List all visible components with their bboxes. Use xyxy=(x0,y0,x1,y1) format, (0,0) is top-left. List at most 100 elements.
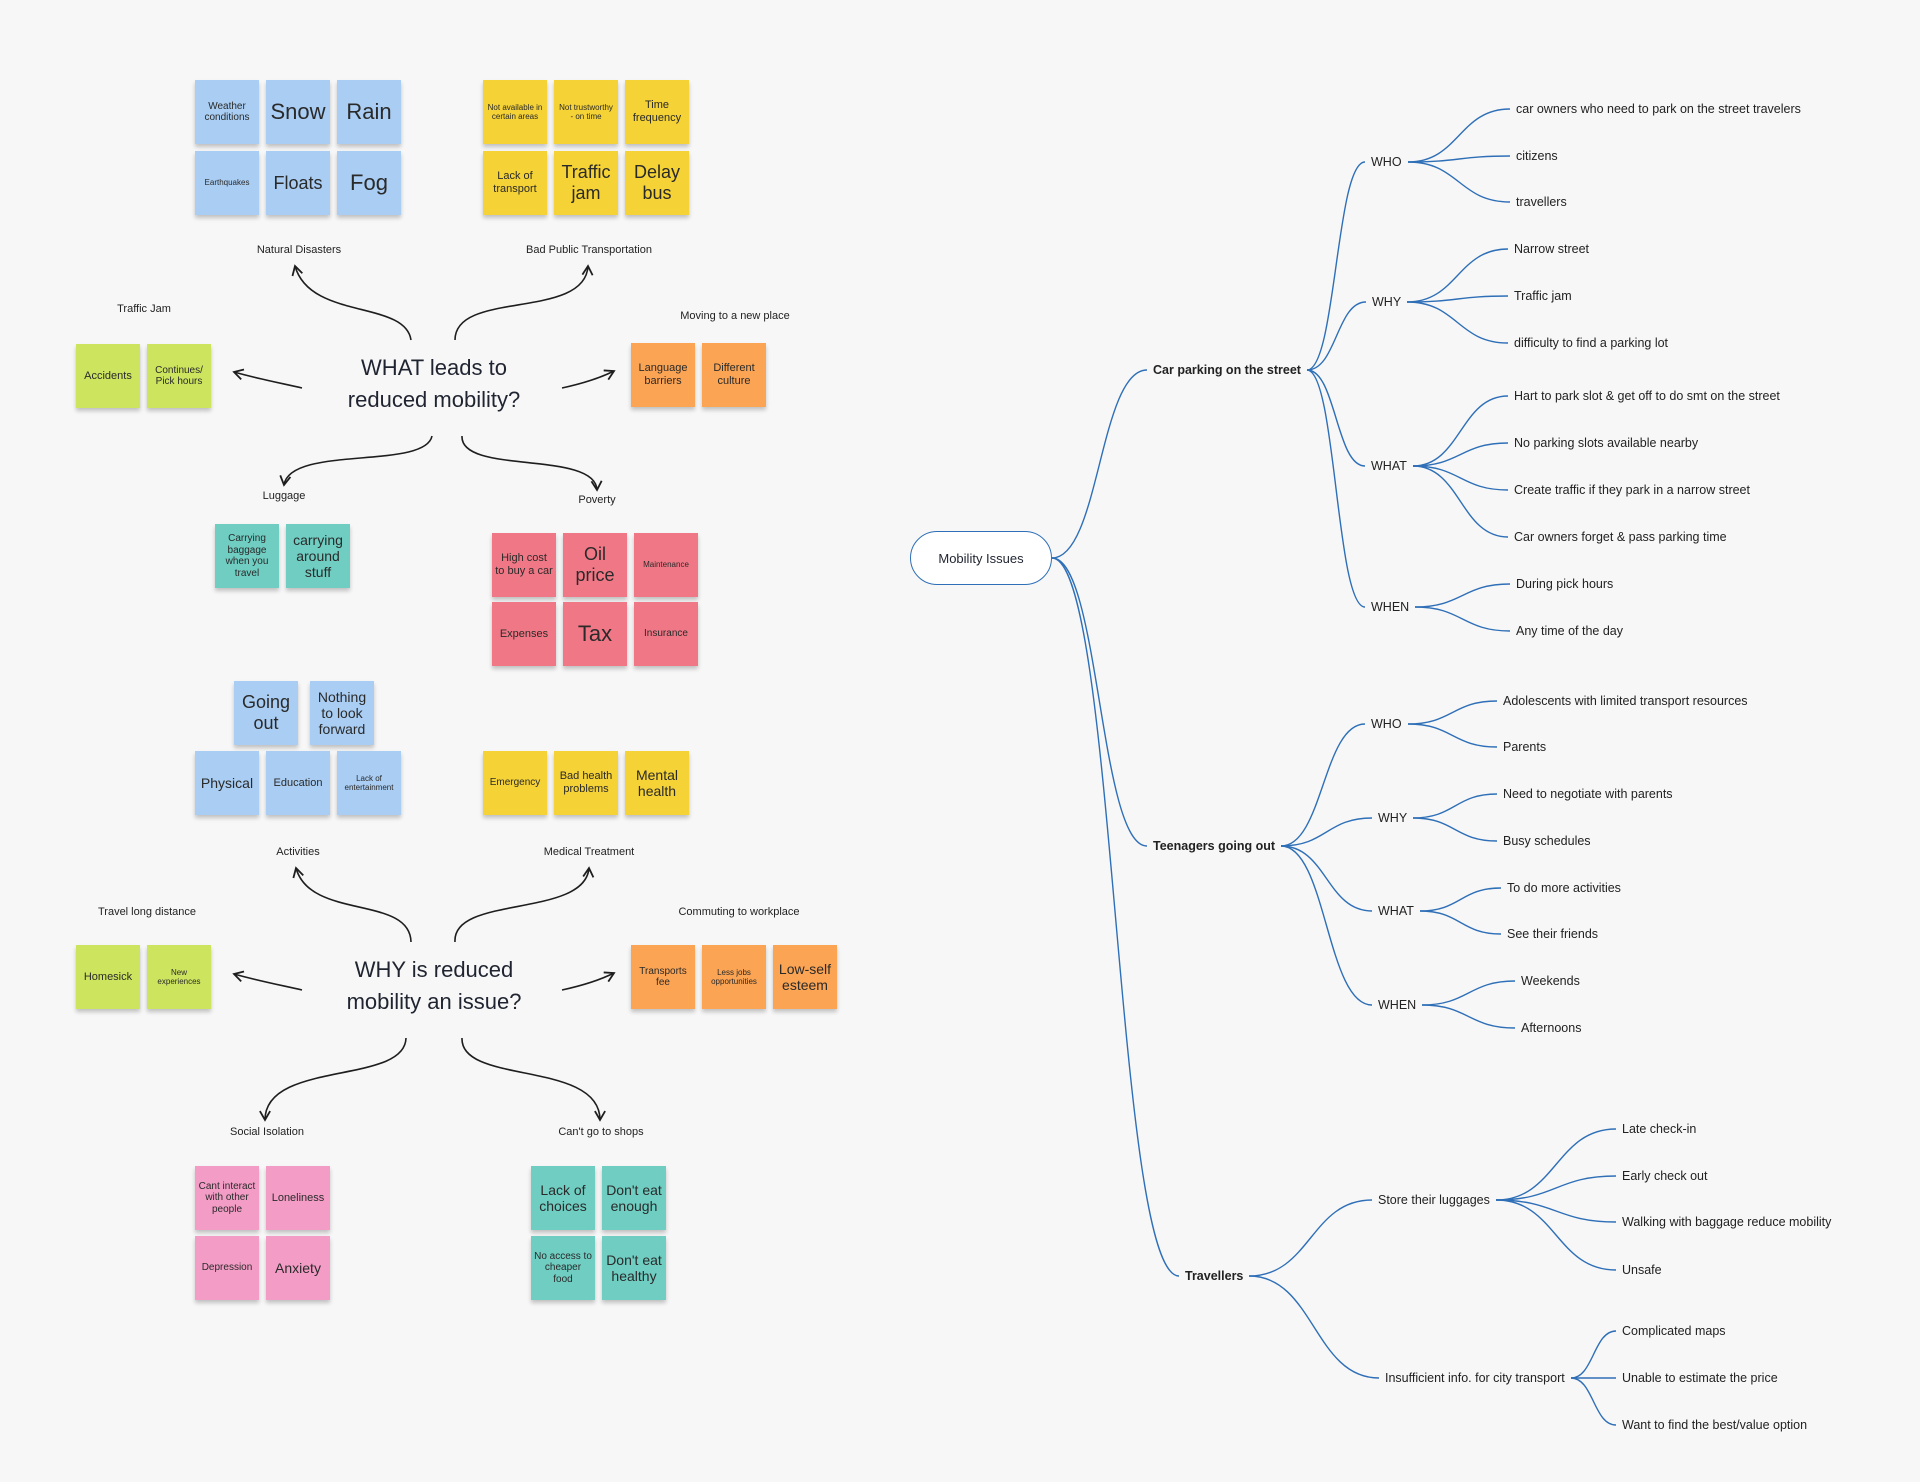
branch-travellers[interactable]: Travellers xyxy=(1185,1269,1244,1283)
teen-when-item-2[interactable]: Afternoons xyxy=(1521,1021,1582,1035)
teen-when[interactable]: WHEN xyxy=(1378,998,1417,1012)
travel-info-item-1[interactable]: Complicated maps xyxy=(1622,1324,1726,1338)
arrow-to-poverty xyxy=(461,435,603,492)
note-weather-conditions[interactable]: Weather conditions xyxy=(195,80,259,144)
note-lack-of-transport[interactable]: Lack of transport xyxy=(483,151,547,215)
note-lack-of-choices[interactable]: Lack of choices xyxy=(531,1166,595,1230)
note-depression[interactable]: Depression xyxy=(195,1236,259,1300)
note-language-barriers[interactable]: Language barriers xyxy=(631,343,695,407)
note-transports-fee[interactable]: Transports fee xyxy=(631,945,695,1009)
note-mental-health[interactable]: Mental health xyxy=(625,751,689,815)
note-lack-of-entertainment[interactable]: Lack of entertainment xyxy=(337,751,401,815)
note-dont-eat-enough[interactable]: Don't eat enough xyxy=(602,1166,666,1230)
car-when-item-1[interactable]: During pick hours xyxy=(1516,577,1614,591)
travel-store-item-1[interactable]: Late check-in xyxy=(1622,1122,1697,1136)
note-high-cost[interactable]: High cost to buy a car xyxy=(492,533,556,597)
teen-what[interactable]: WHAT xyxy=(1378,904,1414,918)
label-medical-treatment: Medical Treatment xyxy=(543,846,635,858)
car-what-item-4[interactable]: Car owners forget & pass parking time xyxy=(1514,530,1727,544)
car-when-item-2[interactable]: Any time of the day xyxy=(1516,624,1624,638)
branch-branch-car-parking-to-car-when xyxy=(1306,369,1366,608)
label-commuting: Commuting to workplace xyxy=(678,906,800,918)
label-travel-long-distance: Travel long distance xyxy=(97,906,197,918)
note-new-experiences[interactable]: New experiences xyxy=(147,945,211,1009)
note-bad-health[interactable]: Bad health problems xyxy=(554,751,618,815)
branch-car-why-to-car-why-item-2 xyxy=(1406,295,1509,303)
car-who-item-1[interactable]: car owners who need to park on the stree… xyxy=(1516,102,1801,116)
teen-what-item-2[interactable]: See their friends xyxy=(1507,927,1599,941)
travel-store-luggages[interactable]: Store their luggages xyxy=(1378,1193,1490,1207)
car-when[interactable]: WHEN xyxy=(1371,600,1410,614)
branch-branch-teenagers-to-teen-when xyxy=(1280,845,1373,1006)
note-fog[interactable]: Fog xyxy=(337,151,401,215)
note-different-culture[interactable]: Different culture xyxy=(702,343,766,407)
note-rain[interactable]: Rain xyxy=(337,80,401,144)
car-what-item-2[interactable]: No parking slots available nearby xyxy=(1514,436,1699,450)
travel-insufficient-info[interactable]: Insufficient info. for city transport xyxy=(1385,1371,1565,1385)
car-who-item-2[interactable]: citizens xyxy=(1516,149,1558,163)
note-earthquakes[interactable]: Earthquakes xyxy=(195,151,259,215)
car-why[interactable]: WHY xyxy=(1372,295,1402,309)
note-dont-eat-healthy[interactable]: Don't eat healthy xyxy=(602,1236,666,1300)
note-time-frequency[interactable]: Time frequency xyxy=(625,80,689,144)
car-why-item-2[interactable]: Traffic jam xyxy=(1514,289,1572,303)
branch-branch-car-parking-to-car-why xyxy=(1306,301,1367,371)
branch-branch-car-parking-to-car-what xyxy=(1306,369,1366,467)
travel-store-item-2[interactable]: Early check out xyxy=(1622,1169,1708,1183)
note-maintenance[interactable]: Maintenance xyxy=(634,533,698,597)
note-continues-pick-hours[interactable]: Continues/ Pick hours xyxy=(147,344,211,408)
travel-store-item-3[interactable]: Walking with baggage reduce mobility xyxy=(1622,1215,1832,1229)
note-snow[interactable]: Snow xyxy=(266,80,330,144)
note-insurance[interactable]: Insurance xyxy=(634,602,698,666)
teen-who-item-2[interactable]: Parents xyxy=(1503,740,1547,754)
car-what-item-3[interactable]: Create traffic if they park in a narrow … xyxy=(1514,483,1750,497)
note-expenses[interactable]: Expenses xyxy=(492,602,556,666)
teen-who[interactable]: WHO xyxy=(1371,717,1402,731)
teen-what-item-1[interactable]: To do more activities xyxy=(1507,881,1621,895)
note-not-available[interactable]: Not available in certain areas xyxy=(483,80,547,144)
teen-who-item-1[interactable]: Adolescents with limited transport resou… xyxy=(1503,694,1748,708)
note-emergency[interactable]: Emergency xyxy=(483,751,547,815)
car-who-item-3[interactable]: travellers xyxy=(1516,195,1567,209)
teen-why-item-2[interactable]: Busy schedules xyxy=(1503,834,1591,848)
teen-when-item-1[interactable]: Weekends xyxy=(1521,974,1580,988)
branch-teenagers[interactable]: Teenagers going out xyxy=(1153,839,1275,853)
teen-why-item-1[interactable]: Need to negotiate with parents xyxy=(1503,787,1673,801)
car-what-item-1[interactable]: Hart to park slot & get off to do smt on… xyxy=(1514,389,1780,403)
car-why-item-3[interactable]: difficulty to find a parking lot xyxy=(1514,336,1669,350)
note-nothing-to-look-forward[interactable]: Nothing to look forward xyxy=(310,681,374,745)
note-low-self-esteem[interactable]: Low-self esteem xyxy=(773,945,837,1009)
note-oil-price[interactable]: Oil price xyxy=(563,533,627,597)
note-physical[interactable]: Physical xyxy=(195,751,259,815)
note-floats[interactable]: Floats xyxy=(266,151,330,215)
note-accidents[interactable]: Accidents xyxy=(76,344,140,408)
note-tax[interactable]: Tax xyxy=(563,602,627,666)
note-education[interactable]: Education xyxy=(266,751,330,815)
mindmap-root[interactable]: Mobility Issues xyxy=(910,531,1052,585)
travel-info-item-3[interactable]: Want to find the best/value option xyxy=(1622,1418,1808,1432)
car-what[interactable]: WHAT xyxy=(1371,459,1407,473)
teen-why[interactable]: WHY xyxy=(1378,811,1408,825)
travel-info-item-2[interactable]: Unable to estimate the price xyxy=(1622,1371,1778,1385)
note-delay-bus[interactable]: Delay bus xyxy=(625,151,689,215)
note-homesick[interactable]: Homesick xyxy=(76,945,140,1009)
travel-store-item-4[interactable]: Unsafe xyxy=(1622,1263,1662,1277)
note-carrying-baggage[interactable]: Carrying baggage when you travel xyxy=(215,524,279,588)
note-carrying-stuff[interactable]: carrying around stuff xyxy=(286,524,350,588)
branch-branch-teenagers-to-teen-what xyxy=(1280,845,1373,912)
note-no-access-cheaper-food[interactable]: No access to cheaper food xyxy=(531,1236,595,1300)
note-anxiety[interactable]: Anxiety xyxy=(266,1236,330,1300)
note-not-trustworthy[interactable]: Not trustworthy - on time xyxy=(554,80,618,144)
car-who[interactable]: WHO xyxy=(1371,155,1402,169)
label-traffic-jam: Traffic Jam xyxy=(117,303,171,315)
note-traffic-jam[interactable]: Traffic jam xyxy=(554,151,618,215)
note-cant-interact[interactable]: Cant interact with other people xyxy=(195,1166,259,1230)
branch-travel-store-luggages-to-travel-store-item-1 xyxy=(1495,1128,1617,1201)
note-going-out[interactable]: Going out xyxy=(234,681,298,745)
car-why-item-1[interactable]: Narrow street xyxy=(1514,242,1590,256)
note-loneliness[interactable]: Loneliness xyxy=(266,1166,330,1230)
note-less-jobs[interactable]: Less jobs opportunities xyxy=(702,945,766,1009)
branch-car-when-to-car-when-item-1 xyxy=(1414,583,1511,608)
branch-car-parking[interactable]: Car parking on the street xyxy=(1153,363,1301,377)
